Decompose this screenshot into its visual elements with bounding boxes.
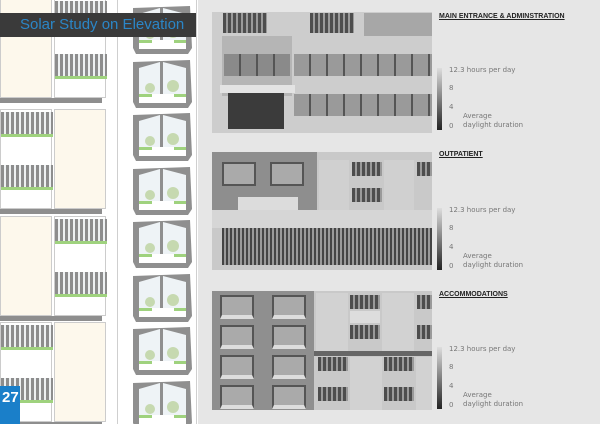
window-detail-icon bbox=[130, 58, 192, 108]
legend-tick: 8 bbox=[449, 224, 454, 232]
shadow bbox=[0, 209, 102, 214]
daylight-legend: 12.3 hours per day 8 4 0 Average dayligh… bbox=[437, 206, 597, 270]
facade-accommodations bbox=[212, 291, 432, 410]
legend-max: 12.3 hours per day bbox=[449, 206, 516, 214]
planting-strip bbox=[55, 272, 107, 297]
daylight-legend: 12.3 hours per day 8 4 0 Average dayligh… bbox=[437, 345, 597, 409]
planting-strip bbox=[1, 325, 53, 350]
legend-label: daylight duration bbox=[463, 400, 524, 408]
window-detail-icon bbox=[130, 218, 192, 268]
balcony-window bbox=[220, 385, 254, 409]
plan-diagram-panel bbox=[0, 0, 198, 424]
legend-label: daylight duration bbox=[463, 261, 524, 269]
balcony-window bbox=[272, 385, 306, 409]
balcony-window bbox=[220, 295, 254, 319]
legend-label: Average bbox=[463, 112, 492, 120]
window-detail-icon bbox=[130, 325, 192, 375]
facade-outpatient bbox=[212, 152, 432, 270]
divider bbox=[196, 0, 197, 424]
balcony-window bbox=[272, 355, 306, 379]
planting-stack bbox=[0, 109, 53, 209]
section-title-outpatient: OUTPATIENT bbox=[439, 151, 483, 158]
gradient-scale bbox=[437, 68, 442, 130]
window-detail-icon bbox=[130, 379, 192, 424]
window-detail-icon bbox=[130, 111, 192, 161]
legend-tick: 0 bbox=[449, 122, 454, 130]
daylight-legend: 12.3 hours per day 8 4 0 Average dayligh… bbox=[437, 66, 597, 130]
gradient-scale bbox=[437, 208, 442, 270]
legend-tick: 0 bbox=[449, 262, 454, 270]
legend-max: 12.3 hours per day bbox=[449, 345, 516, 353]
room-block bbox=[54, 109, 106, 209]
shadow bbox=[0, 316, 102, 321]
legend-label: Average bbox=[463, 391, 492, 399]
legend-max: 12.3 hours per day bbox=[449, 66, 516, 74]
planting-strip bbox=[1, 165, 53, 190]
legend-label: Average bbox=[463, 252, 492, 260]
legend-tick: 4 bbox=[449, 243, 454, 251]
page-number: 27 bbox=[0, 386, 20, 424]
window-detail-icon bbox=[130, 165, 192, 215]
facade-main-entrance bbox=[212, 12, 432, 133]
legend-tick: 4 bbox=[449, 382, 454, 390]
balcony-window bbox=[220, 355, 254, 379]
balcony-window bbox=[272, 325, 306, 349]
legend-tick: 8 bbox=[449, 363, 454, 371]
planting-stack bbox=[54, 216, 107, 316]
shadow bbox=[0, 98, 102, 103]
window-detail-icon bbox=[130, 272, 192, 322]
shadow bbox=[0, 422, 102, 424]
page-title: Solar Study on Elevation bbox=[20, 16, 185, 33]
plan-section-group bbox=[0, 109, 106, 214]
legend-tick: 4 bbox=[449, 103, 454, 111]
page-title-bar: Solar Study on Elevation bbox=[0, 13, 196, 37]
room-block bbox=[0, 216, 52, 316]
plan-section-group bbox=[0, 216, 107, 321]
legend-tick: 0 bbox=[449, 401, 454, 409]
section-title-accommodations: ACCOMMODATIONS bbox=[439, 291, 508, 298]
gradient-scale bbox=[437, 347, 442, 409]
planting-strip bbox=[55, 54, 107, 79]
balcony-window bbox=[220, 325, 254, 349]
section-title-main-entrance: MAIN ENTRANCE & ADMINSTRATION bbox=[439, 13, 565, 20]
planting-strip bbox=[55, 219, 107, 244]
balcony-window bbox=[272, 295, 306, 319]
legend-tick: 8 bbox=[449, 84, 454, 92]
planting-strip bbox=[1, 112, 53, 137]
legend-label: daylight duration bbox=[463, 121, 524, 129]
divider bbox=[117, 0, 118, 424]
room-block bbox=[54, 322, 106, 422]
